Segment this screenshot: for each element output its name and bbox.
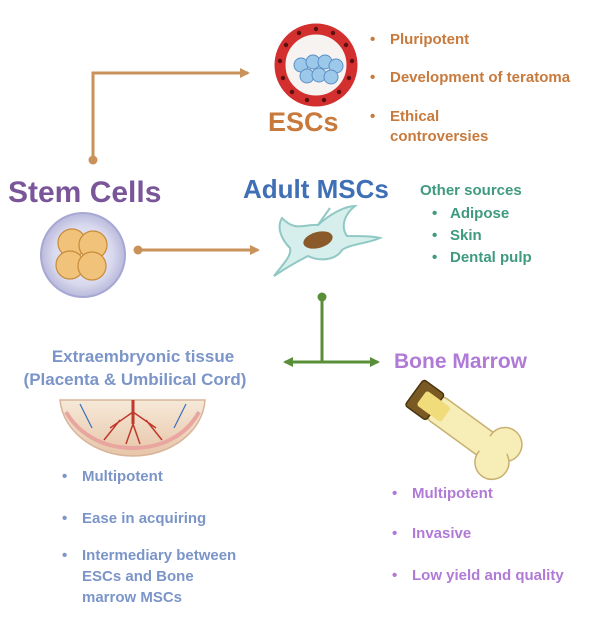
placenta-illustration bbox=[59, 399, 206, 457]
stem-cells-label: Stem Cells bbox=[8, 176, 161, 209]
extra-bullet-marker: • bbox=[62, 468, 67, 485]
other-bullet-marker: • bbox=[432, 227, 437, 244]
esc-bullet-marker: • bbox=[370, 108, 375, 125]
bone-bullet-low-yield: Low yield and quality bbox=[412, 567, 564, 584]
extraembryonic-title-line2: (Placenta & Umbilical Cord) bbox=[24, 370, 247, 389]
extra-bullet-intermediary-line1: Intermediary between bbox=[82, 547, 236, 564]
extra-bullet-marker: • bbox=[62, 547, 67, 564]
arrow-stem-to-esc bbox=[88, 68, 250, 165]
bone-bullet-multipotent: Multipotent bbox=[412, 485, 493, 502]
bone-bullet-marker: • bbox=[392, 567, 397, 584]
other-sources-list: Other sources • Adipose • Skin • Dental … bbox=[420, 182, 532, 266]
bone-bullet-marker: • bbox=[392, 485, 397, 502]
esc-bullet-marker: • bbox=[370, 69, 375, 86]
extra-bullet-marker: • bbox=[62, 510, 67, 527]
other-bullet-marker: • bbox=[432, 205, 437, 222]
other-bullet-marker: • bbox=[432, 249, 437, 266]
extraembryonic-bullet-list: • Multipotent • Ease in acquiring • Inte… bbox=[62, 468, 236, 606]
adult-mscs-label: Adult MSCs bbox=[243, 174, 389, 204]
other-sources-title: Other sources bbox=[420, 182, 522, 199]
bone-bullet-invasive: Invasive bbox=[412, 525, 471, 542]
arrow-stem-to-adult bbox=[133, 245, 260, 255]
extra-bullet-intermediary-line3: marrow MSCs bbox=[82, 589, 182, 606]
other-source-adipose: Adipose bbox=[450, 205, 509, 222]
bone-marrow-bullet-list: • Multipotent • Invasive • Low yield and… bbox=[392, 485, 564, 584]
esc-bullet-teratoma: Development of teratoma bbox=[390, 69, 571, 86]
bone-marrow-title: Bone Marrow bbox=[394, 350, 528, 373]
other-source-dental-pulp: Dental pulp bbox=[450, 249, 532, 266]
extra-bullet-ease: Ease in acquiring bbox=[82, 510, 206, 527]
extraembryonic-title-line1: Extraembryonic tissue bbox=[52, 347, 234, 366]
esc-blastocyst-illustration bbox=[274, 23, 358, 107]
other-source-skin: Skin bbox=[450, 227, 482, 244]
msc-cell-illustration bbox=[273, 204, 384, 277]
esc-bullet-controversies: controversies bbox=[390, 128, 488, 145]
esc-bullet-ethical: Ethical bbox=[390, 108, 439, 125]
bone-bullet-marker: • bbox=[392, 525, 397, 542]
esc-bullet-marker: • bbox=[370, 31, 375, 48]
esc-bullet-pluripotent: Pluripotent bbox=[390, 31, 469, 48]
extraembryonic-title: Extraembryonic tissue (Placenta & Umbili… bbox=[24, 347, 247, 389]
stem-cell-illustration bbox=[40, 212, 126, 298]
bone-illustration bbox=[405, 379, 523, 481]
extra-bullet-multipotent: Multipotent bbox=[82, 468, 163, 485]
extra-bullet-intermediary-line2: ESCs and Bone bbox=[82, 568, 194, 585]
esc-label: ESCs bbox=[268, 107, 339, 137]
esc-bullet-list: • Pluripotent • Development of teratoma … bbox=[370, 31, 571, 145]
arrow-adult-branches bbox=[283, 292, 380, 367]
